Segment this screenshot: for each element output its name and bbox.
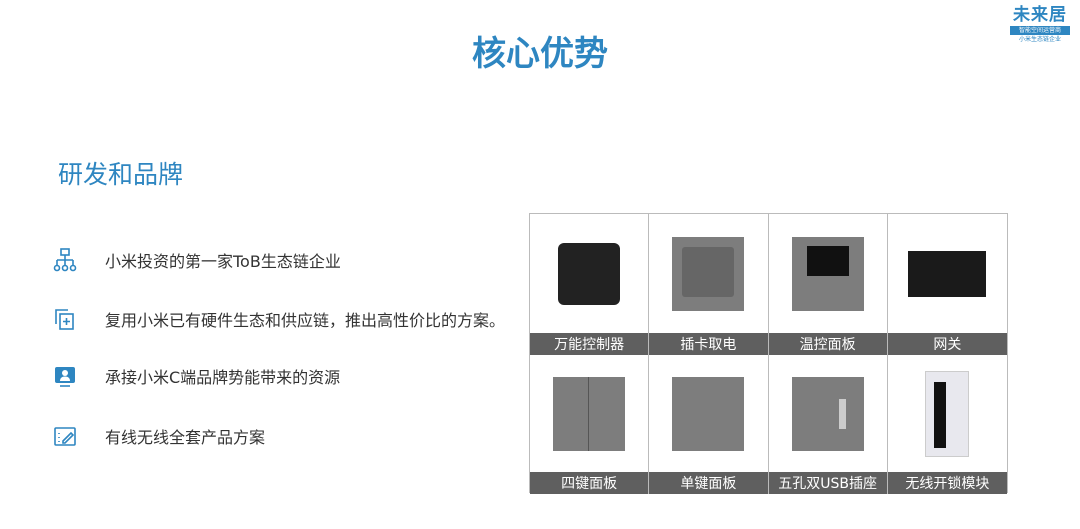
product-image-card-switch [649, 214, 769, 333]
org-chart-icon [53, 248, 77, 272]
product-label: 五孔双USB插座 [768, 472, 888, 494]
user-monitor-icon [55, 367, 75, 387]
product-image-thermostat [768, 214, 888, 333]
logo-tagline: 智能空间运营商 [1010, 26, 1070, 35]
product-label: 四键面板 [530, 472, 650, 494]
product-grid: 万能控制器 插卡取电 温控面板 网关 四键面板 单键面板 五孔双USB插座 无线… [529, 213, 1008, 494]
logo-subtitle: 小米生态链企业 [1018, 36, 1061, 43]
point-3: 承接小米C端品牌势能带来的资源 [52, 362, 340, 390]
copy-add-icon [55, 309, 74, 330]
product-image-universal-controller [530, 214, 650, 333]
point-2: 复用小米已有硬件生态和供应链，推出高性价比的方案。 [52, 305, 505, 333]
point-4: 有线无线全套产品方案 [52, 422, 265, 450]
product-image-wireless-lock [887, 355, 1007, 472]
page-title: 核心优势 [472, 34, 608, 74]
edit-list-icon [54, 427, 76, 446]
product-image-single-key-panel [649, 355, 769, 472]
product-label: 温控面板 [768, 333, 888, 355]
product-image-gateway [887, 214, 1007, 333]
product-label: 单键面板 [649, 472, 769, 494]
point-text: 有线无线全套产品方案 [105, 428, 266, 447]
point-text: 小米投资的第一家ToB生态链企业 [105, 252, 341, 271]
point-1: 小米投资的第一家ToB生态链企业 [52, 246, 341, 274]
section-title: 研发和品牌 [58, 160, 184, 189]
logo-name: 未来居 [1013, 5, 1067, 25]
product-image-four-key-panel [530, 355, 650, 472]
point-text: 复用小米已有硬件生态和供应链，推出高性价比的方案。 [105, 311, 506, 330]
point-text: 承接小米C端品牌势能带来的资源 [105, 368, 341, 387]
product-label: 网关 [887, 333, 1007, 355]
product-label: 插卡取电 [649, 333, 769, 355]
logo: 未来居 智能空间运营商 小米生态链企业 [1010, 5, 1070, 45]
product-label: 万能控制器 [530, 333, 650, 355]
product-image-usb-socket [768, 355, 888, 472]
product-label: 无线开锁模块 [887, 472, 1007, 494]
